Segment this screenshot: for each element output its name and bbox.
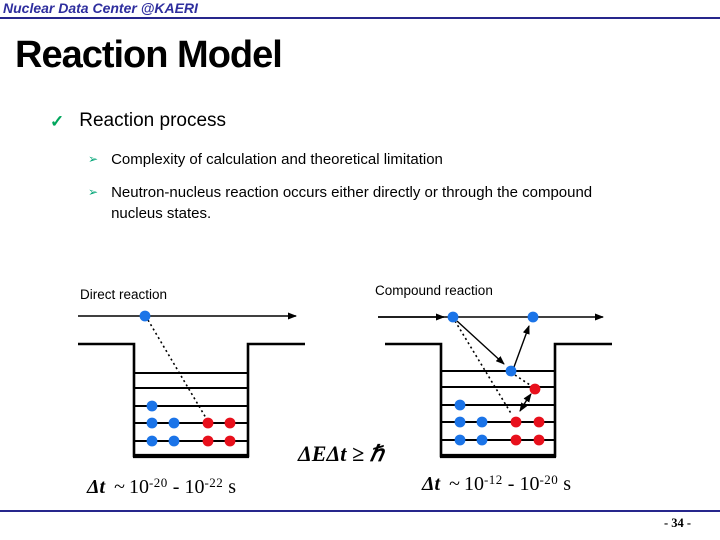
- direct-reaction-timescale-formula: Δt ~10-20 - 10-22 s: [87, 475, 236, 499]
- delta-t: Δt: [422, 473, 441, 495]
- direct-reaction-label: Direct reaction: [80, 287, 168, 302]
- footer-rule: [0, 510, 720, 512]
- red-nucleon-dot: [529, 383, 541, 395]
- formula-text: ΔEΔt ≥ ℏ: [298, 441, 384, 466]
- compound-reaction-figure: [378, 311, 612, 459]
- bullet-label: Reaction process: [79, 110, 227, 131]
- transition-arrow-down: [519, 402, 528, 412]
- base-ten: 10: [463, 473, 484, 495]
- blue-nucleon-dot: [139, 310, 151, 322]
- delta-t: Δt: [87, 476, 106, 498]
- red-nucleon-dot: [202, 435, 214, 447]
- compound-reaction-timescale-formula: Δt ~10-12 - 10-20 s: [422, 472, 571, 496]
- subbullet-neutron-nucleus: ➢ Neutron-nucleus reaction occurs either…: [88, 182, 620, 224]
- blue-nucleon-dot: [476, 434, 488, 446]
- blue-nucleon-dot: [168, 435, 180, 447]
- direct-scatter-dotted-path: [147, 319, 207, 419]
- blue-nucleon-dot: [146, 400, 158, 412]
- page-number: - 34 -: [664, 516, 692, 530]
- blue-nucleon-dot: [454, 434, 466, 446]
- blue-nucleon-dot: [447, 311, 459, 323]
- arrow-bullet-icon: ➢: [88, 185, 99, 199]
- subbullet-label: Complexity of calculation and theoretica…: [111, 151, 443, 168]
- capture-arrow: [456, 320, 505, 365]
- exponent: -22: [204, 475, 224, 490]
- blue-nucleon-dot: [146, 435, 158, 447]
- compound-reaction-diagram: Compound reaction: [370, 283, 630, 475]
- potential-well-outline: [78, 342, 305, 458]
- emission-arrow: [513, 325, 530, 368]
- uncertainty-relation-formula: ΔEΔt ≥ ℏ: [298, 441, 383, 467]
- base-ten: 10: [128, 476, 149, 498]
- compound-dotted-path-short: [514, 374, 531, 386]
- red-nucleon-dot: [533, 434, 545, 446]
- exponent: -12: [483, 472, 503, 487]
- bullet-reaction-process: ✓ Reaction process: [50, 110, 226, 134]
- range-dash: -: [507, 473, 515, 495]
- blue-nucleon-dot: [454, 399, 466, 411]
- direct-reaction-figure: [78, 310, 305, 459]
- seconds-unit: s: [563, 473, 572, 495]
- header-rule: [0, 17, 720, 19]
- direct-reaction-diagram: Direct reaction: [60, 285, 320, 475]
- tilde-operator: ~: [449, 473, 460, 495]
- red-nucleon-dot: [510, 434, 522, 446]
- base-ten: 10: [519, 473, 540, 495]
- compound-dotted-path: [454, 320, 513, 416]
- red-nucleon-dot: [533, 416, 545, 428]
- subbullet-complexity: ➢ Complexity of calculation and theoreti…: [88, 149, 443, 170]
- subbullet-label: Neutron-nucleus reaction occurs either d…: [111, 184, 593, 222]
- exponent: -20: [539, 472, 559, 487]
- red-nucleon-dot: [510, 416, 522, 428]
- tilde-operator: ~: [114, 476, 125, 498]
- blue-nucleon-dot: [168, 417, 180, 429]
- blue-nucleon-dot: [476, 416, 488, 428]
- compound-reaction-label: Compound reaction: [375, 283, 493, 298]
- blue-nucleon-dot: [146, 417, 158, 429]
- blue-nucleon-dot: [505, 365, 517, 377]
- red-nucleon-dot: [202, 417, 214, 429]
- range-dash: -: [172, 476, 180, 498]
- red-nucleon-dot: [224, 435, 236, 447]
- blue-nucleon-dot: [454, 416, 466, 428]
- page-title: Reaction Model: [15, 34, 283, 76]
- seconds-unit: s: [228, 476, 237, 498]
- header-brand: Nuclear Data Center @KAERI: [3, 0, 198, 16]
- transition-arrow-up: [523, 393, 532, 403]
- base-ten: 10: [184, 476, 205, 498]
- arrow-bullet-icon: ➢: [88, 152, 99, 166]
- check-icon: ✓: [50, 112, 65, 131]
- red-nucleon-dot: [224, 417, 236, 429]
- exponent: -20: [148, 475, 168, 490]
- blue-nucleon-dot: [527, 311, 539, 323]
